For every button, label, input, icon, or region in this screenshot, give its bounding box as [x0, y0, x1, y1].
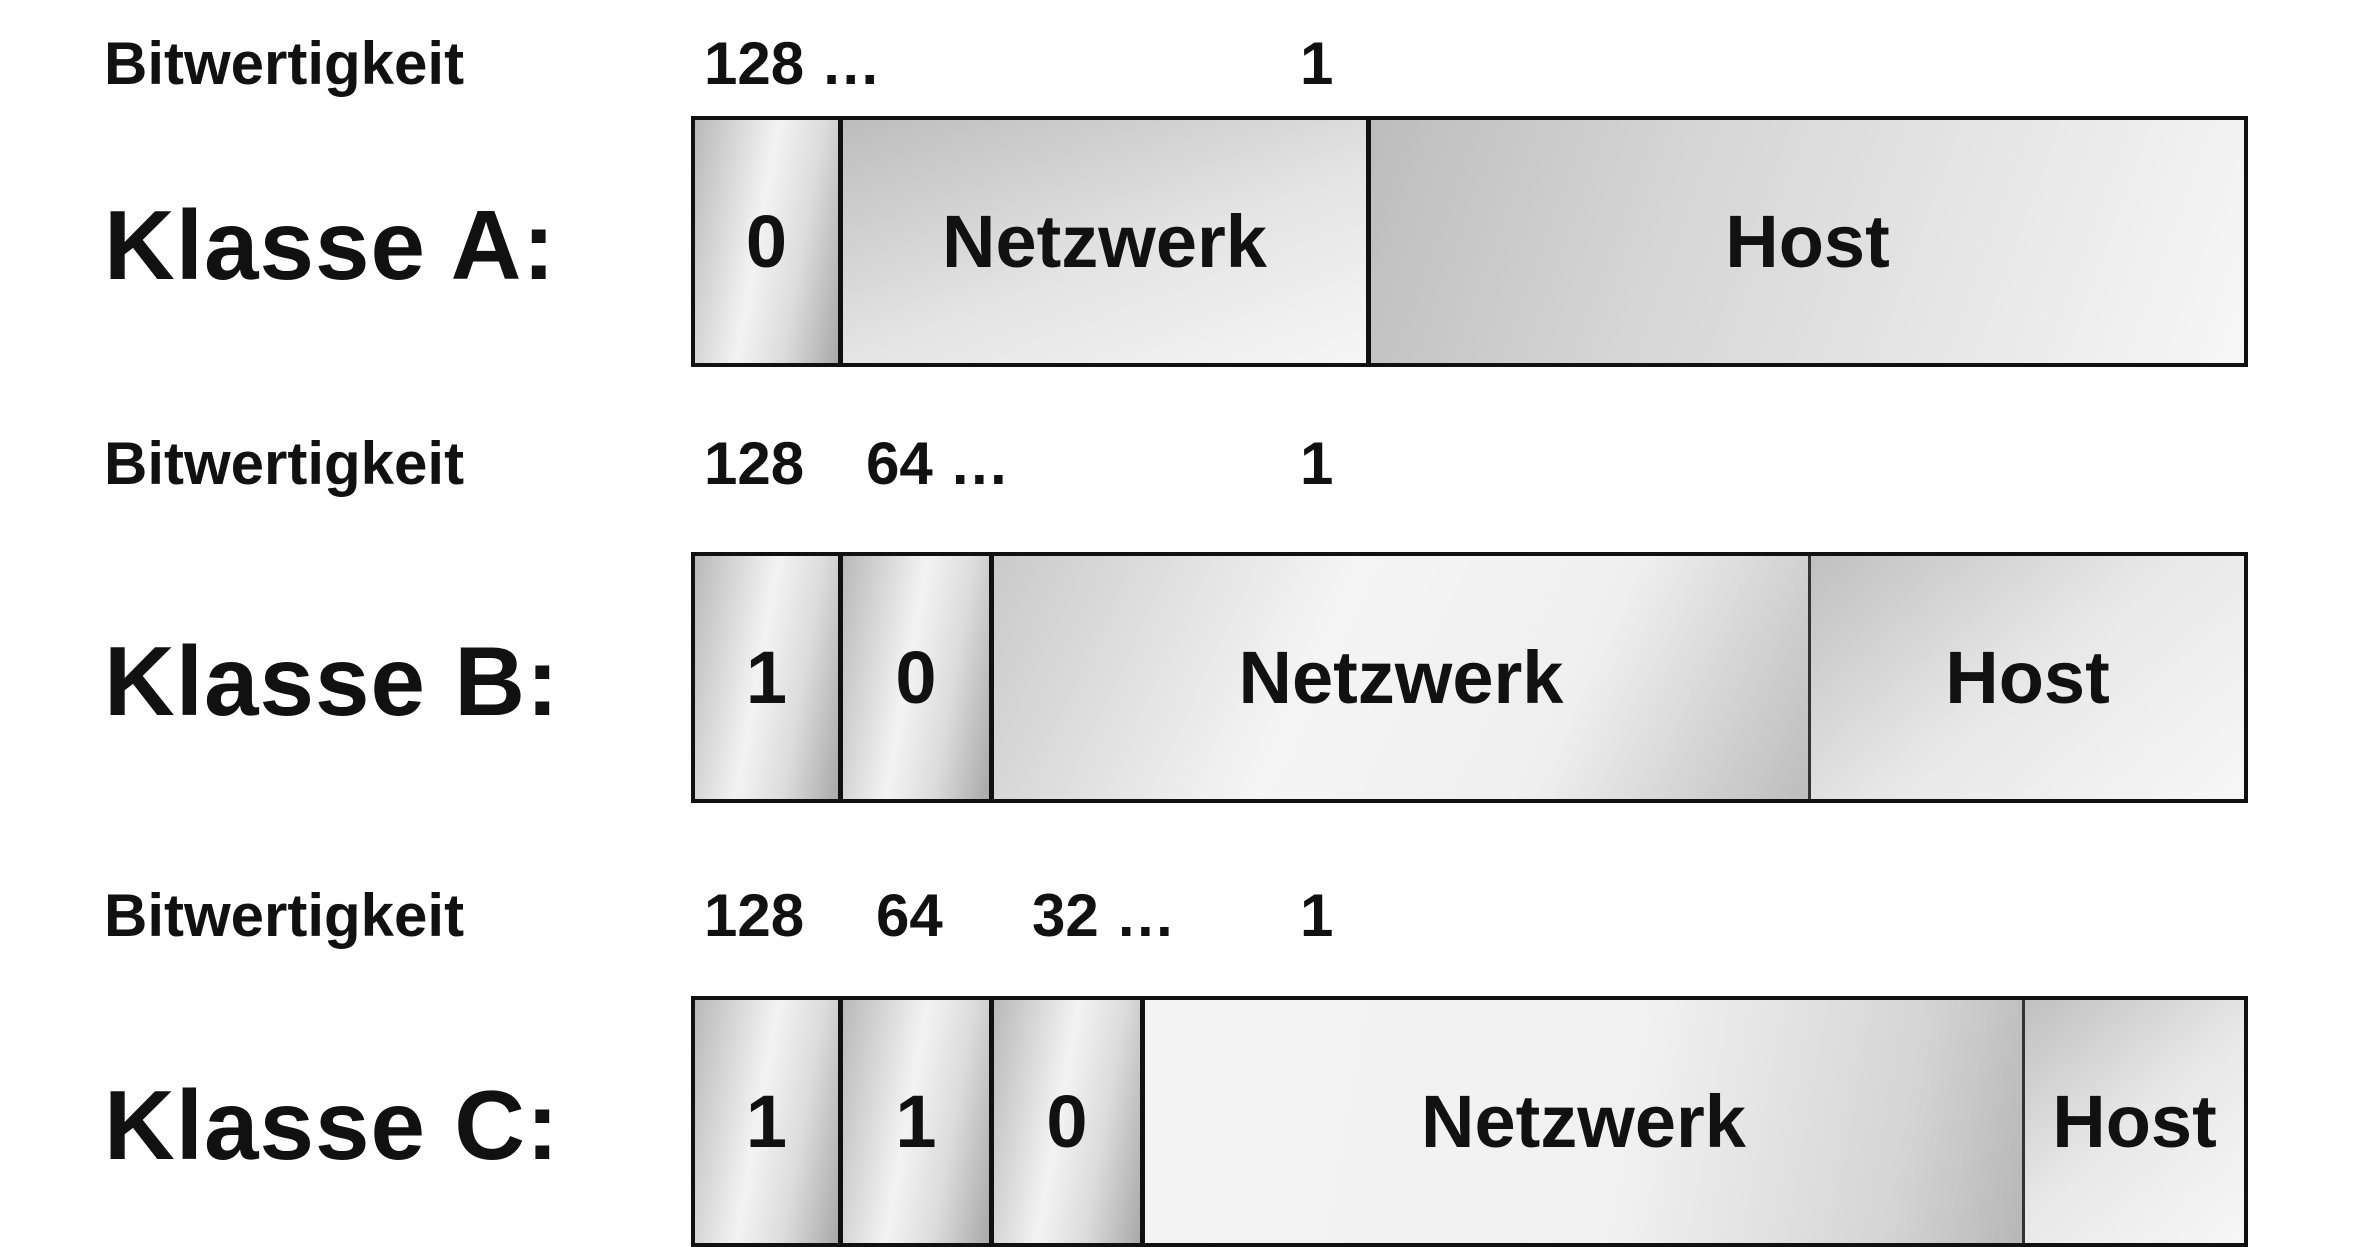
class-a-host: Host	[1371, 120, 2244, 363]
bit-weight-a-128: 128 …	[704, 30, 881, 97]
bit-weight-c-32: 32 …	[1032, 882, 1176, 949]
class-b-bit-1: 1	[695, 556, 843, 799]
class-a-bar: 0 Netzwerk Host	[691, 116, 2248, 367]
class-b-network: Netzwerk	[994, 556, 1811, 799]
class-a-label: Klasse A:	[104, 190, 557, 300]
class-c-bit-0: 0	[994, 1000, 1145, 1243]
bit-weight-b-128: 128	[704, 430, 805, 497]
class-b-bar: 1 0 Netzwerk Host	[691, 552, 2248, 803]
cell-value: Netzwerk	[942, 200, 1267, 283]
bit-weight-a-1: 1	[1300, 30, 1334, 97]
cell-value: Host	[2052, 1080, 2217, 1163]
class-c-label: Klasse C:	[104, 1070, 560, 1180]
cell-value: Netzwerk	[1238, 636, 1564, 719]
cell-value: Netzwerk	[1421, 1080, 1746, 1163]
bit-weight-c-64: 64	[876, 882, 943, 949]
class-b-bit-0: 0	[843, 556, 994, 799]
cell-value: 0	[745, 200, 788, 283]
bit-weight-c-1: 1	[1300, 882, 1334, 949]
bit-weight-label-a: Bitwertigkeit	[104, 30, 465, 97]
class-b-label: Klasse B:	[104, 626, 560, 736]
cell-value: 1	[895, 1080, 937, 1163]
class-c-host: Host	[2025, 1000, 2244, 1243]
bit-weight-c-128: 128	[704, 882, 805, 949]
cell-value: 0	[1046, 1080, 1088, 1163]
cell-value: 1	[745, 636, 788, 719]
bit-weight-label-b: Bitwertigkeit	[104, 430, 465, 497]
bit-weight-b-1: 1	[1300, 430, 1334, 497]
class-c-bit-1a: 1	[695, 1000, 843, 1243]
bit-weight-b-64: 64 …	[866, 430, 1010, 497]
cell-value: 0	[895, 636, 937, 719]
cell-value: Host	[1725, 200, 1890, 283]
class-a-bit-0: 0	[695, 120, 843, 363]
class-c-bit-1b: 1	[843, 1000, 994, 1243]
cell-value: 1	[745, 1080, 788, 1163]
class-c-bar: 1 1 0 Netzwerk Host	[691, 996, 2248, 1247]
class-a-network: Netzwerk	[843, 120, 1371, 363]
bit-weight-label-c: Bitwertigkeit	[104, 882, 465, 949]
class-b-host: Host	[1811, 556, 2244, 799]
class-c-network: Netzwerk	[1145, 1000, 2025, 1243]
cell-value: Host	[1945, 636, 2110, 719]
